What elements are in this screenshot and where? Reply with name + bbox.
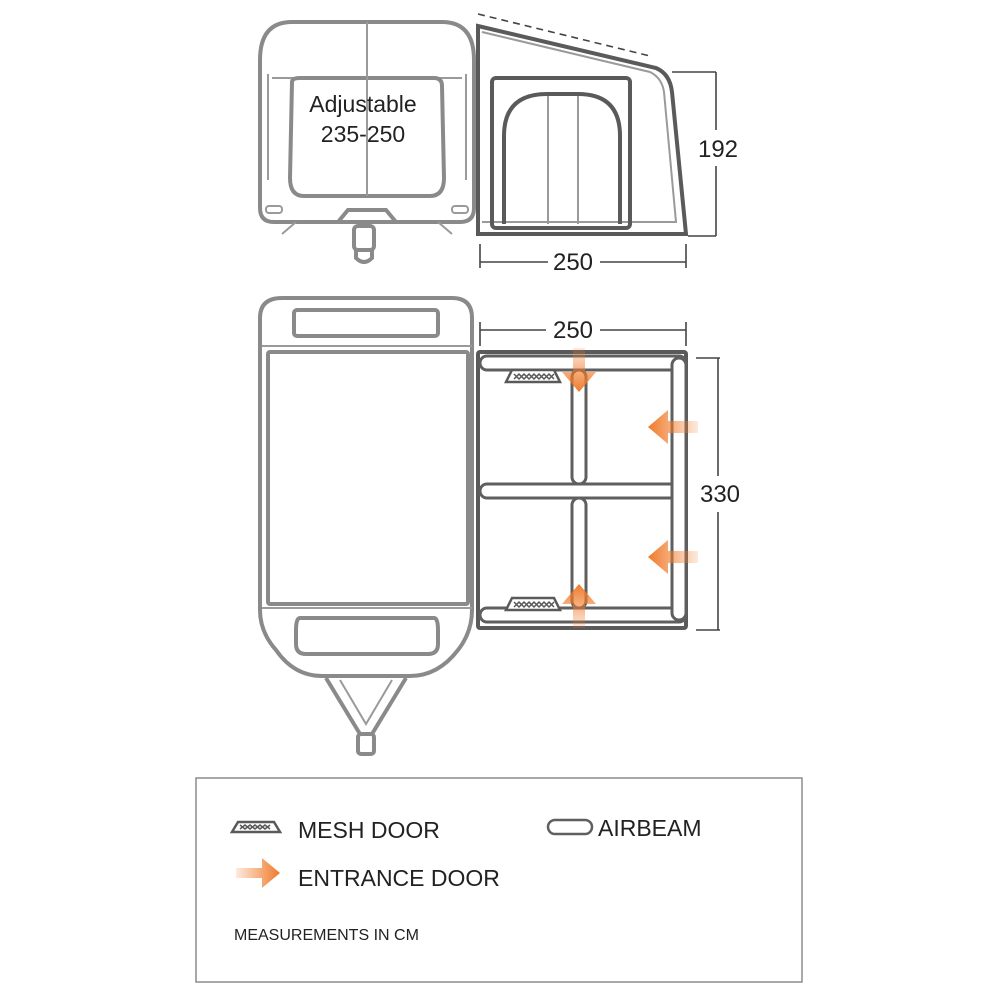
front-width-label: 250 [553, 249, 593, 276]
caravan-front [258, 20, 476, 264]
entrance-door-legend-label: ENTRANCE DOOR [298, 865, 500, 891]
airbeam-side-outer [670, 356, 688, 622]
entrance-arrow-side-bottom [648, 540, 698, 574]
entrance-arrow-icon [236, 858, 280, 888]
entrance-arrow-back [562, 584, 596, 628]
entrance-arrow-side-top [648, 410, 698, 444]
height-dimension [672, 71, 717, 237]
mesh-door-front [503, 368, 563, 384]
legend: MESH DOOR AIRBEAM ENTRANCE DOOR MEASUREM… [195, 777, 803, 983]
adjustable-label: Adjustable [309, 91, 416, 117]
adjustable-range-label: 235-250 [321, 121, 405, 147]
legend-box [195, 777, 803, 983]
front-view: Adjustable 235-250 192 250 [258, 13, 738, 276]
mesh-door-back [503, 596, 563, 612]
awning-plan [476, 348, 698, 630]
airbeam-legend-label: AIRBEAM [598, 815, 702, 841]
mesh-door-icon [229, 820, 283, 834]
plan-view: 250 330 [258, 296, 740, 756]
entrance-arrow-front [562, 348, 596, 392]
plan-depth-dimension [696, 357, 720, 631]
plan-width-label: 250 [553, 317, 593, 344]
height-label: 192 [698, 136, 738, 163]
airbeam-icon [546, 818, 594, 836]
measurements-note: MEASUREMENTS IN CM [234, 927, 419, 944]
caravan-plan [258, 296, 474, 756]
plan-width-dimension [479, 322, 687, 346]
plan-depth-label: 330 [700, 481, 740, 508]
front-width-dimension [479, 244, 687, 268]
mesh-door-legend-label: MESH DOOR [298, 817, 440, 843]
airbeam-middle [478, 482, 688, 500]
awning-front [476, 13, 689, 236]
